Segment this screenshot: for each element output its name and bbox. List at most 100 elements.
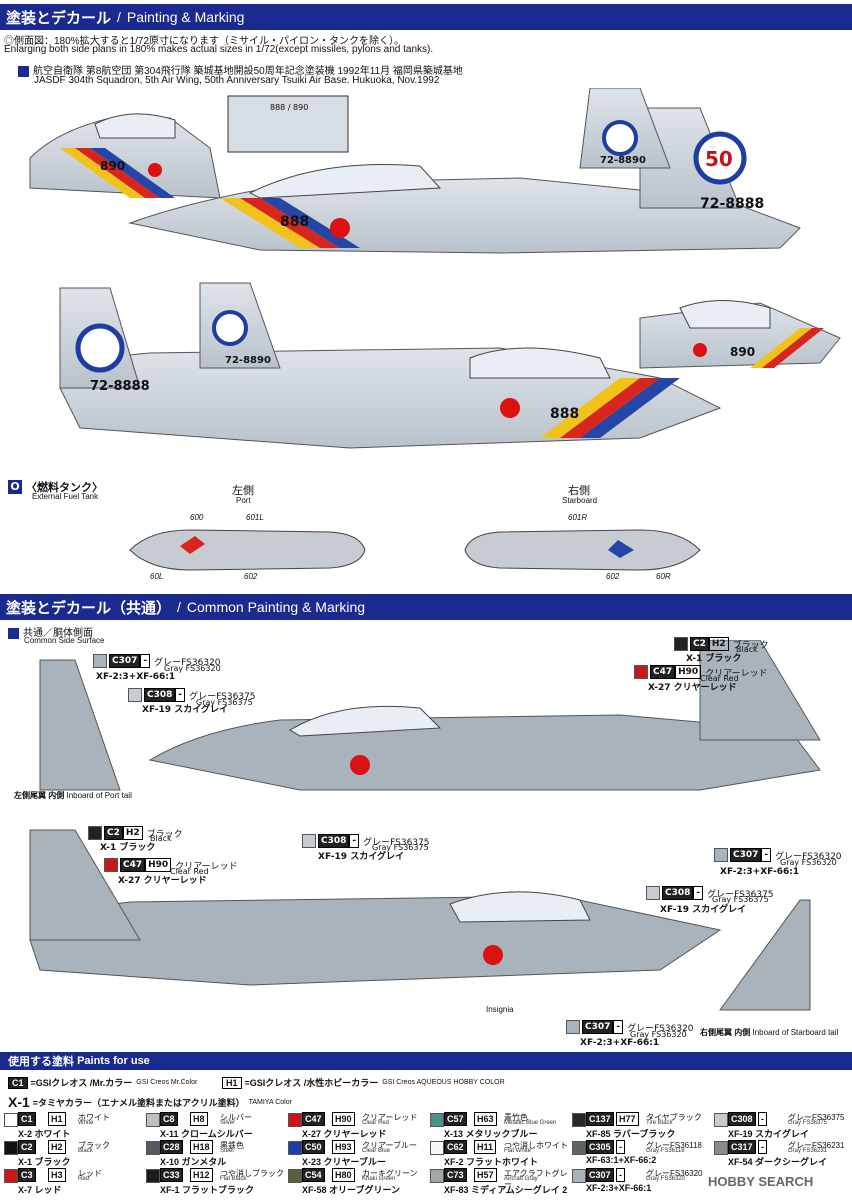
paint-name-en: Silver [220,1120,236,1126]
paint-name-en: Gray FS36118 [646,1148,685,1154]
paint-name-en: Red [78,1176,90,1182]
common-sub-jp: 共通／胴体側面 [8,624,93,639]
header-sep: / [117,9,121,25]
svg-text:888: 888 [280,214,309,230]
callout-c47-b-mix: X-27 クリヤーレッド [118,876,207,886]
paint-code-aqueous: - [758,1112,767,1126]
paint-code-mrcolor: C3 [18,1168,36,1182]
callout-c307-c-en: Gray FS36320 [630,1030,687,1039]
paint-code-mrcolor: C62 [444,1140,467,1154]
paint-name-jp: カーキグリーン [362,1169,418,1178]
paint-code-mrcolor: C137 [586,1112,614,1126]
tank-en: External Fuel Tank [32,492,99,501]
paint-code-mrcolor: C54 [302,1168,325,1182]
paint-name-en: Gray FS36375 [788,1120,828,1126]
paint-name-en: Gray FS36231 [788,1148,828,1154]
paint-name-en: Gray FS36320 [646,1176,686,1182]
paint-tamiya: XF-19 スカイグレイ [728,1129,809,1139]
paint-name-jp: ブラック [78,1141,110,1150]
callout-c2-b-en: Black [150,834,172,843]
callout-c308-b: C308- グレーFS36375 [302,834,430,848]
bullet-square-icon [18,65,29,77]
svg-text:890: 890 [100,159,125,173]
paint-swatch [288,1141,302,1155]
paint-code-mrcolor: C8 [160,1112,178,1126]
paint-name-en: Flat Black [220,1176,247,1182]
paint-name-en: Aircraft Gray [504,1176,538,1182]
paint-name-jp: タイヤブラック [646,1113,702,1122]
paints-key-tamiya: X-1 =タミヤカラー（エナメル塗料またはアクリル塗料） TAMIYA Colo… [8,1094,292,1110]
aircraft-illustrations: 890 888 / 890 50 72-8888 888 72-8890 72-… [29,88,841,449]
common-side-views [29,640,821,1011]
header-jp: 塗装とデカール [6,8,112,27]
aircraft-port: 50 72-8888 888 [128,107,801,254]
callout-c308-c-en: Gray FS36375 [712,895,769,904]
paint-tamiya: XF-2 フラットホワイト [444,1157,539,1167]
paint-swatch [430,1141,444,1155]
tank-star-jp: 右側 [568,485,590,497]
note-jp: ◎側面図：180%拡大すると1/72原寸になります（ミサイル・パイロン・タンクを… [4,36,405,47]
tank-label-60r: 60R [656,572,671,581]
callout-c307-b-mix: XF-2:3+XF-66:1 [720,867,800,877]
paint-name-jp: クリアーブルー [362,1141,418,1150]
paint-swatch [288,1169,302,1183]
paint-swatch [146,1169,160,1183]
paint-code-mrcolor: C317 [728,1140,756,1154]
header-en: Painting & Marking [126,9,245,25]
nose-detail-right: 890 [639,300,841,369]
callout-c2-a-mix: X-1 ブラック [686,654,742,664]
paint-name-jp: つや消しブラック [220,1169,284,1178]
svg-text:50: 50 [705,147,733,171]
paint-name-jp: グレーFS36231 [788,1141,845,1150]
paint-name-en: White [78,1120,94,1126]
paint-swatch [4,1113,18,1127]
paint-swatch [714,1113,728,1127]
paint-swatch [572,1113,586,1127]
paint-name-jp: 青竹色 [504,1113,528,1122]
tank-jp: 〈燃料タンク〉 [26,482,103,494]
callout-c47-a-en: Clear Red [700,674,739,683]
paint-tamiya: X-1 ブラック [18,1157,71,1167]
common-sub-en: Common Side Surface [24,636,105,645]
common-header-en: Common Painting & Marking [186,599,366,615]
nose-detail-left: 890 [29,113,221,199]
callout-c307-a: C307- グレーFS36320 [93,654,221,668]
paint-name-en: Metallic Blue Green [504,1120,557,1126]
paint-code-mrcolor: C308 [728,1112,756,1126]
paint-name-en: Clear Red [362,1120,390,1126]
paint-code-mrcolor: C305 [586,1140,614,1154]
paint-code-aqueous: - [616,1140,625,1154]
paint-name-en: Black [78,1148,93,1154]
paint-name-jp: シルバー [220,1113,252,1122]
callout-c308-b-en: Gray FS36375 [372,843,429,852]
common-header-jp: 塗装とデカール（共通） [6,598,172,617]
paint-code-aqueous: H90 [332,1112,355,1126]
paint-tamiya: X-23 クリヤーブルー [302,1157,386,1167]
paint-swatch [4,1141,18,1155]
tank-star-en: Starboard [562,496,598,505]
svg-text:888 / 890: 888 / 890 [270,103,308,112]
svg-text:72-8890: 72-8890 [600,155,646,166]
aircraft-starboard: 72-8888 888 [59,287,722,449]
paint-code-aqueous: H8 [190,1112,208,1126]
insignia-label: Insignia [486,1005,514,1014]
paint-code-aqueous: H11 [474,1140,497,1154]
subject-jp: 航空自衛隊 第8航空団 第304飛行隊 築城基地開設50周年記念塗装機 1992… [18,62,463,77]
paint-code-mrcolor: C28 [160,1140,183,1154]
paint-swatch [146,1141,160,1155]
svg-text:888: 888 [550,406,579,422]
paint-name-jp: 黒鉄色 [220,1141,244,1150]
paint-tamiya: XF-83 ミディアムシーグレイ 2 [444,1185,568,1195]
common-header-sep: / [177,599,181,615]
